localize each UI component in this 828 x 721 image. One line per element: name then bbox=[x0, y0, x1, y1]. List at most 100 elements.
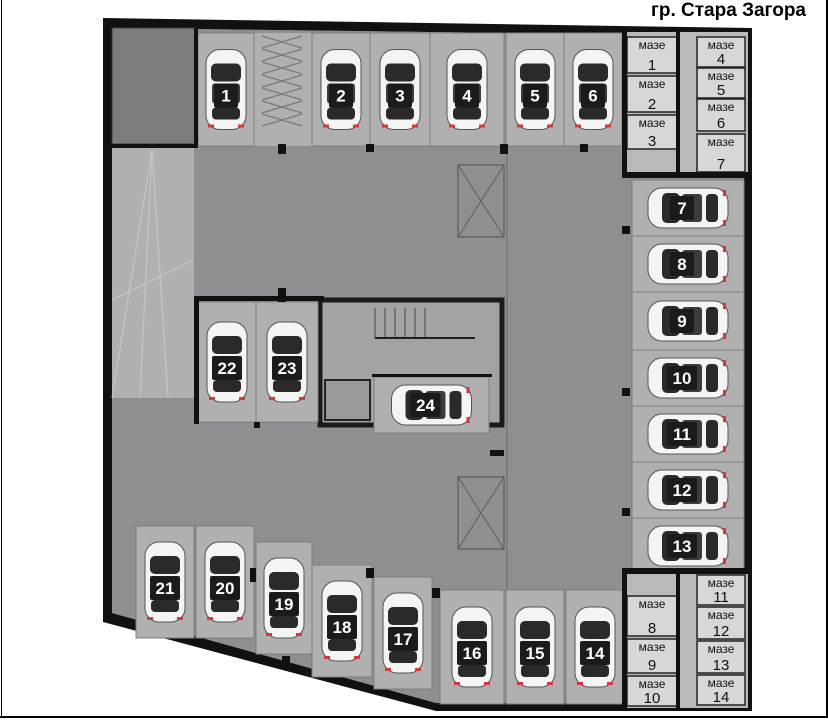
frame-border-left bbox=[1, 0, 2, 718]
spot-number: 14 bbox=[586, 644, 605, 663]
spot-number-badge bbox=[269, 592, 299, 616]
storage-1: мазе 1 bbox=[626, 36, 678, 74]
bike-rack-area bbox=[254, 33, 312, 146]
storage-box bbox=[696, 98, 746, 132]
spot-number: 6 bbox=[588, 87, 597, 106]
wall-segment bbox=[250, 568, 256, 582]
spot-number: 23 bbox=[278, 359, 297, 378]
spot-19: 19 bbox=[255, 541, 313, 655]
storage-label: мазе bbox=[639, 116, 666, 130]
spot-number-badge bbox=[523, 83, 547, 108]
storage-label: мазе bbox=[639, 597, 666, 611]
spot-1: 1 bbox=[197, 32, 255, 147]
spot-number-badge bbox=[329, 83, 353, 108]
storage-number: 12 bbox=[713, 623, 730, 640]
spot-2: 2 bbox=[311, 32, 371, 147]
spot-number-badge bbox=[388, 83, 412, 108]
storage-rooms: мазе1мазе2мазе3мазе4мазе5мазе6мазе7мазе8… bbox=[622, 32, 748, 708]
storage-label: мазе bbox=[639, 38, 666, 52]
wall-segment bbox=[366, 568, 374, 578]
spot-number-badge bbox=[670, 196, 694, 220]
wall-segment bbox=[282, 656, 290, 666]
spot-number: 24 bbox=[416, 396, 435, 415]
spot-number: 17 bbox=[394, 630, 413, 649]
wall-segment bbox=[622, 508, 630, 516]
storage-number: 8 bbox=[648, 620, 656, 637]
storage-label: мазе bbox=[639, 677, 666, 691]
ventilation-shaft bbox=[457, 476, 505, 550]
spot-14: 14 bbox=[565, 589, 625, 705]
storage-label: мазе bbox=[708, 69, 735, 83]
storage-label: мазе bbox=[639, 77, 666, 91]
spot-6: 6 bbox=[563, 32, 623, 147]
wall-segment bbox=[278, 288, 286, 302]
spot-8: 8 bbox=[631, 235, 745, 293]
wall-segment bbox=[278, 144, 286, 154]
spot-number-badge bbox=[210, 576, 240, 600]
city-title: гр. Стара Загора bbox=[650, 0, 806, 21]
spot-number-badge bbox=[455, 83, 479, 108]
spot-7: 7 bbox=[631, 179, 745, 237]
spot-number-badge bbox=[667, 422, 697, 446]
spot-number-badge bbox=[457, 641, 487, 665]
spot-number: 19 bbox=[275, 595, 294, 614]
spot-number: 18 bbox=[333, 618, 352, 637]
spot-number: 15 bbox=[526, 644, 545, 663]
spot-13: 13 bbox=[631, 517, 745, 575]
ventilation-shaft bbox=[457, 164, 505, 238]
spot-number: 8 bbox=[677, 255, 686, 274]
spot-number: 10 bbox=[673, 369, 692, 388]
storage-number: 3 bbox=[648, 133, 656, 150]
storage-3: мазе 3 bbox=[626, 114, 678, 150]
wall-segment bbox=[622, 388, 630, 396]
spot-number-badge bbox=[520, 641, 550, 665]
storage-box bbox=[696, 574, 746, 606]
spot-4: 4 bbox=[429, 32, 505, 147]
interior-areas bbox=[111, 27, 508, 590]
spot-number-badge bbox=[580, 641, 610, 665]
wall-segment bbox=[622, 172, 748, 178]
storage-number: 1 bbox=[648, 57, 656, 74]
ramp bbox=[112, 148, 194, 398]
spot-number: 3 bbox=[395, 87, 404, 106]
spot-number-badge bbox=[581, 83, 605, 108]
wall-segment bbox=[676, 32, 680, 172]
spot-17: 17 bbox=[373, 576, 433, 690]
spot-number: 7 bbox=[677, 199, 686, 218]
storage-box bbox=[696, 606, 746, 640]
storage-label: мазе bbox=[708, 576, 735, 590]
spot-number-badge bbox=[388, 627, 418, 651]
spot-number-badge bbox=[272, 356, 302, 380]
wall-segment bbox=[372, 374, 492, 377]
storage-box bbox=[696, 36, 746, 68]
spot-number: 21 bbox=[156, 579, 175, 598]
spot-20: 20 bbox=[195, 525, 255, 639]
spot-number: 11 bbox=[673, 425, 691, 444]
wall-segment bbox=[254, 422, 260, 428]
spot-16: 16 bbox=[439, 589, 505, 705]
storage-box bbox=[626, 75, 678, 113]
tech-room bbox=[112, 28, 195, 144]
spot-number: 13 bbox=[673, 537, 692, 556]
spot-22: 22 bbox=[197, 301, 257, 423]
storage-box bbox=[626, 638, 678, 674]
aisle-top bbox=[197, 148, 507, 298]
spot-number-badge bbox=[410, 393, 441, 417]
storage-label: мазе bbox=[708, 608, 735, 622]
storage-number: 6 bbox=[717, 115, 725, 132]
spot-number: 4 bbox=[462, 87, 472, 106]
storage-number: 9 bbox=[648, 657, 656, 674]
storage-box bbox=[696, 640, 746, 674]
